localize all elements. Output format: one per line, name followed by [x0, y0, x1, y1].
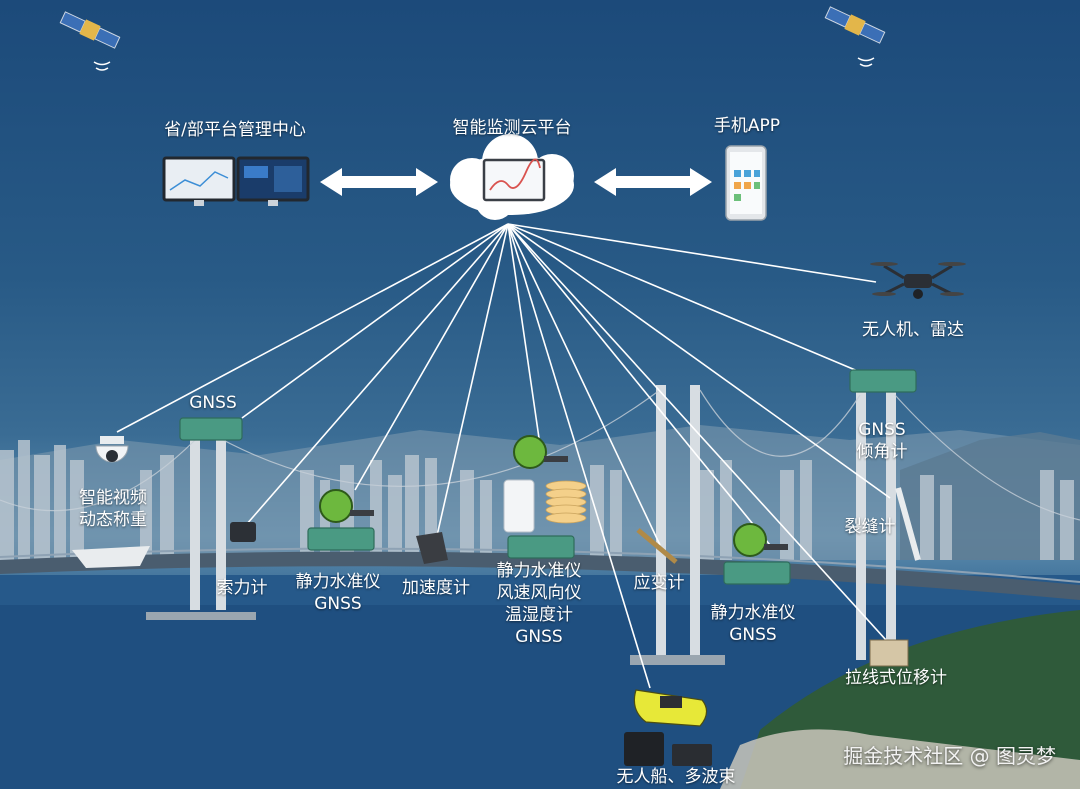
gnss-receiver-icon: [849, 369, 917, 393]
weather-station-icon: [503, 479, 587, 533]
static-level-sensor-icon: [513, 435, 568, 469]
phone-icon: [725, 145, 767, 221]
label-strain-gauge: 应变计: [633, 573, 685, 593]
satellite-icon: [59, 11, 121, 49]
camera-icon: [95, 436, 129, 463]
strain-gauge-icon: [636, 528, 678, 564]
link-line-4: [507, 223, 771, 546]
dwim-boat-icon: [72, 546, 150, 568]
satellite-icon: [824, 6, 886, 44]
cloud-icon: [450, 134, 574, 220]
label-unmanned-boat: 无人船、多波束: [616, 767, 736, 787]
label-wire-displacement: 拉线式位移计: [845, 668, 947, 688]
link-line-5: [507, 223, 661, 546]
link-line-8: [435, 223, 509, 541]
gnss-receiver-icon: [507, 535, 575, 559]
link-line-0: [507, 223, 877, 283]
multibeam-icon: [624, 732, 712, 766]
accelerometer-icon: [416, 532, 448, 564]
gnss-receiver-icon: [179, 417, 243, 441]
label-ministry-center: 省/部平台管理中心: [164, 120, 306, 140]
wire-displacement-icon: [869, 639, 909, 667]
link-line-2: [507, 223, 891, 499]
boat-icon: [633, 689, 708, 727]
static-level-sensor-icon: [733, 523, 788, 557]
label-cable-force: 索力计: [216, 578, 268, 598]
crack-meter-icon: [895, 487, 921, 561]
label-gnss-left: GNSS: [189, 393, 237, 413]
link-line-7: [507, 223, 541, 446]
label-accelerometer: 加速度计: [402, 578, 470, 598]
link-line-10: [245, 223, 509, 526]
link-line-11: [241, 223, 509, 419]
link-line-12: [116, 223, 509, 433]
watermark: 掘金技术社区 @ 图灵梦: [843, 744, 1056, 768]
cable-force-meter-icon: [230, 522, 256, 542]
label-drone-radar: 无人机、雷达: [862, 320, 964, 340]
label-cloud-platform: 智能监测云平台: [452, 118, 572, 138]
link-line-1: [507, 223, 861, 373]
drone-icon: [870, 262, 966, 299]
label-mobile-app: 手机APP: [713, 116, 781, 136]
static-level-sensor-icon: [319, 489, 374, 523]
gnss-receiver-icon: [307, 527, 375, 551]
label-video-wim: 智能视频动态称重: [79, 488, 147, 530]
double-arrow-icon: [320, 168, 712, 196]
monitor-icon: [162, 156, 310, 206]
link-line-3: [507, 223, 887, 641]
label-crack-meter: 裂缝计: [844, 517, 896, 537]
link-line-6: [507, 223, 651, 689]
gnss-receiver-icon: [723, 561, 791, 585]
link-line-9: [354, 223, 509, 491]
